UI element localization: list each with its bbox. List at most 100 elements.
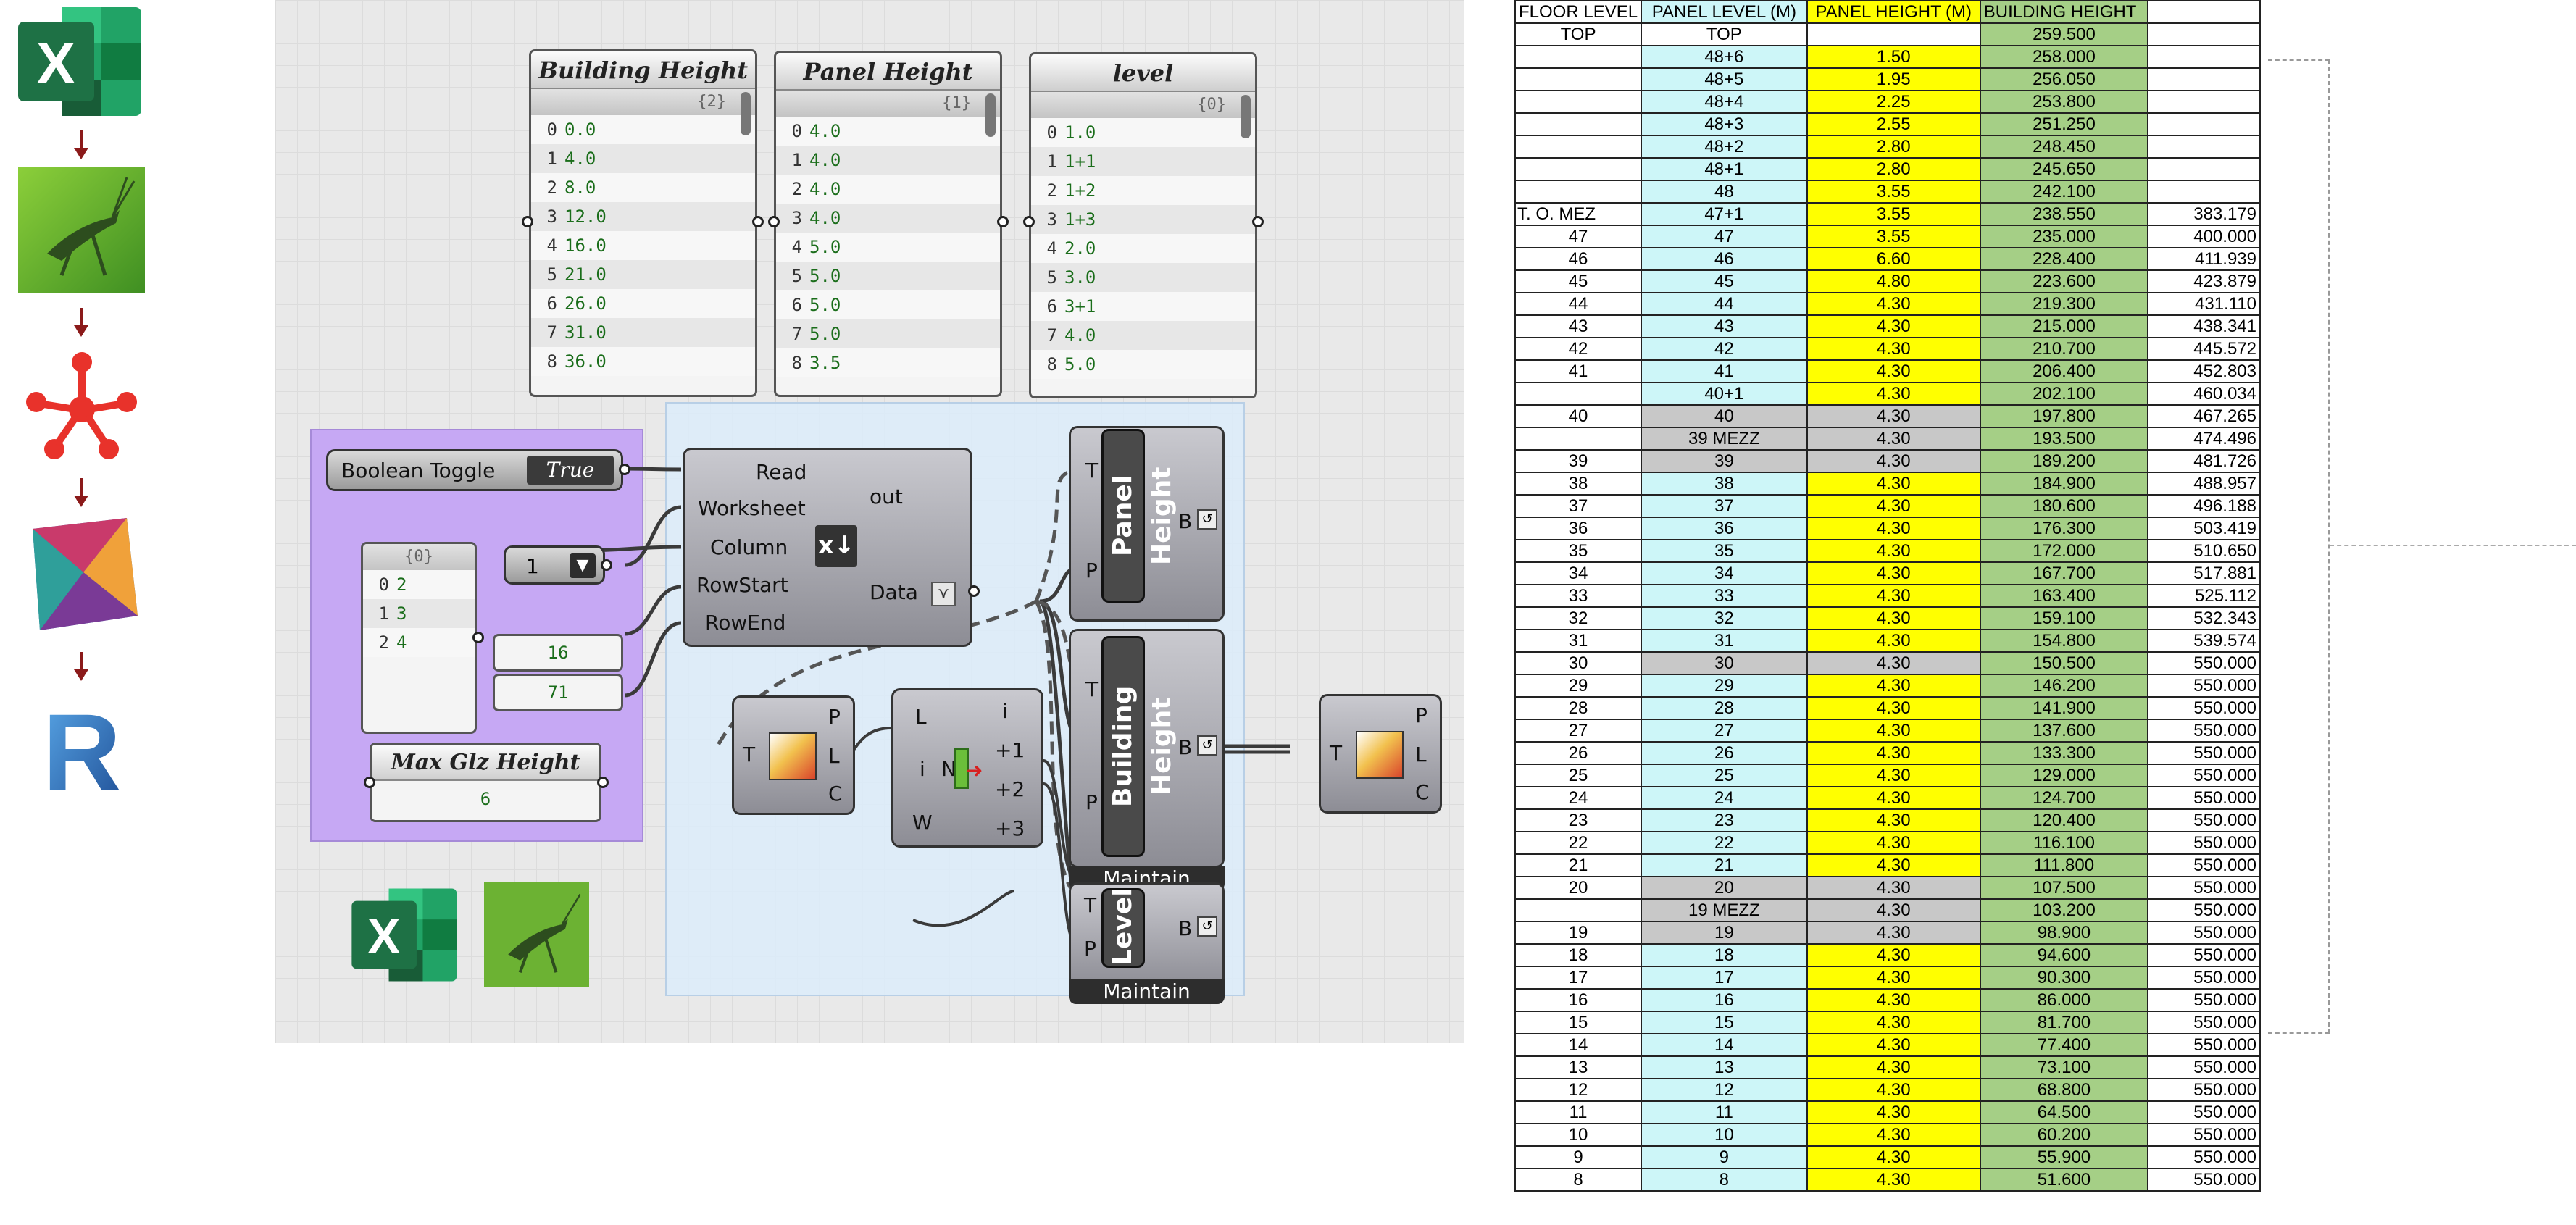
floor-level-cell[interactable]: 30 [1514,651,1643,675]
panel-height-cell[interactable]: 4.30 [1806,606,1981,630]
building-height-cell[interactable]: 64.500 [1979,1100,2149,1124]
panel-level-cell[interactable]: 30 [1641,651,1808,675]
building-height-cell[interactable]: 184.900 [1979,472,2149,496]
value-cell[interactable] [2147,22,2261,46]
building-height-cell[interactable]: 197.800 [1979,404,2149,428]
column-header[interactable] [2147,0,2261,24]
level-panel-input-port[interactable] [1023,216,1035,227]
floor-level-cell[interactable] [1514,382,1643,406]
panel-level-cell[interactable]: 46 [1641,247,1808,271]
max-glz-output-port[interactable] [597,777,609,788]
building-height-cell[interactable]: 215.000 [1979,314,2149,338]
floor-level-cell[interactable]: 32 [1514,606,1643,630]
floor-level-cell[interactable]: 10 [1514,1123,1643,1147]
floor-level-cell[interactable]: 27 [1514,719,1643,743]
floor-level-cell[interactable]: 18 [1514,943,1643,967]
floor-level-cell[interactable]: 31 [1514,629,1643,653]
value-cell[interactable]: 550.000 [2147,1055,2261,1079]
panel-height-cell[interactable]: 4.30 [1806,786,1981,810]
floor-level-cell[interactable]: 11 [1514,1100,1643,1124]
explode-tree-component-a[interactable]: T P L C [732,695,855,815]
floor-level-cell[interactable]: 24 [1514,786,1643,810]
panel-level-cell[interactable]: 37 [1641,494,1808,518]
panel-height-cell[interactable]: 4.30 [1806,539,1981,563]
floor-level-cell[interactable] [1514,45,1643,69]
column-list-output-port[interactable] [472,632,484,643]
floor-level-cell[interactable]: 19 [1514,921,1643,945]
value-cell[interactable]: 496.188 [2147,494,2261,518]
value-cell[interactable] [2147,135,2261,159]
panel-height-cell[interactable]: 4.30 [1806,988,1981,1012]
panel-height-cell[interactable]: 4.30 [1806,1123,1981,1147]
value-cell[interactable]: 550.000 [2147,719,2261,743]
panel-level-cell[interactable]: 18 [1641,943,1808,967]
panel-level-cell[interactable]: 26 [1641,741,1808,765]
value-cell[interactable]: 550.000 [2147,1145,2261,1169]
explode-tree-component-b[interactable]: T P L C [1319,694,1442,814]
value-cell[interactable]: 550.000 [2147,1033,2261,1057]
panel-level-cell[interactable]: 27 [1641,719,1808,743]
building-height-cell[interactable]: 180.600 [1979,494,2149,518]
read-excel-output-port[interactable] [968,585,980,597]
building-height-cell[interactable]: 55.900 [1979,1145,2149,1169]
floor-level-cell[interactable]: T. O. MEZ [1514,202,1643,226]
panel-level-cell[interactable]: 17 [1641,966,1808,990]
building-height-cell[interactable]: 129.000 [1979,764,2149,787]
row-start-panel[interactable]: 16 [493,634,623,672]
panel-level-cell[interactable]: 24 [1641,786,1808,810]
panel-level-cell[interactable]: 12 [1641,1078,1808,1102]
building-height-cell[interactable]: 172.000 [1979,539,2149,563]
floor-level-cell[interactable]: 9 [1514,1145,1643,1169]
value-cell[interactable]: 550.000 [2147,1078,2261,1102]
floor-level-cell[interactable]: 22 [1514,831,1643,855]
value-cell[interactable] [2147,112,2261,136]
floor-level-cell[interactable]: 35 [1514,539,1643,563]
value-cell[interactable]: 452.803 [2147,359,2261,383]
panel-height-cell[interactable]: 3.55 [1806,180,1981,204]
building-height-cell[interactable]: 189.200 [1979,449,2149,473]
building-height-cell[interactable]: 235.000 [1979,225,2149,248]
value-cell[interactable]: 503.419 [2147,517,2261,540]
floor-level-cell[interactable]: 8 [1514,1168,1643,1192]
value-cell[interactable]: 510.650 [2147,539,2261,563]
panel-level-cell[interactable]: 47+1 [1641,202,1808,226]
panel-height-cell[interactable]: 4.30 [1806,831,1981,855]
building-height-cell[interactable]: 111.800 [1979,853,2149,877]
building-height-cell[interactable]: 238.550 [1979,202,2149,226]
panel-level-cell[interactable]: 47 [1641,225,1808,248]
building-height-cell[interactable]: 86.000 [1979,988,2149,1012]
floor-level-cell[interactable]: 41 [1514,359,1643,383]
floor-level-cell[interactable]: 20 [1514,876,1643,900]
panel-height-cell[interactable]: 4.30 [1806,741,1981,765]
value-cell[interactable]: 488.957 [2147,472,2261,496]
panel-height-cell[interactable]: 4.30 [1806,404,1981,428]
chevron-down-icon[interactable]: ▼ [570,553,596,578]
value-cell[interactable]: 550.000 [2147,921,2261,945]
value-cell[interactable]: 445.572 [2147,337,2261,361]
panel-level-cell[interactable]: 40 [1641,404,1808,428]
panel-height-cell[interactable]: 4.30 [1806,472,1981,496]
building-height-cell[interactable]: 253.800 [1979,90,2149,114]
building-height-cell[interactable]: 256.050 [1979,67,2149,91]
column-header[interactable]: FLOOR LEVEL [1514,0,1643,24]
value-cell[interactable]: 423.879 [2147,269,2261,293]
building-height-cell[interactable]: 219.300 [1979,292,2149,316]
panel-height-cell[interactable]: 3.55 [1806,202,1981,226]
building-height-cell[interactable]: 206.400 [1979,359,2149,383]
building-height-cell[interactable]: 107.500 [1979,876,2149,900]
